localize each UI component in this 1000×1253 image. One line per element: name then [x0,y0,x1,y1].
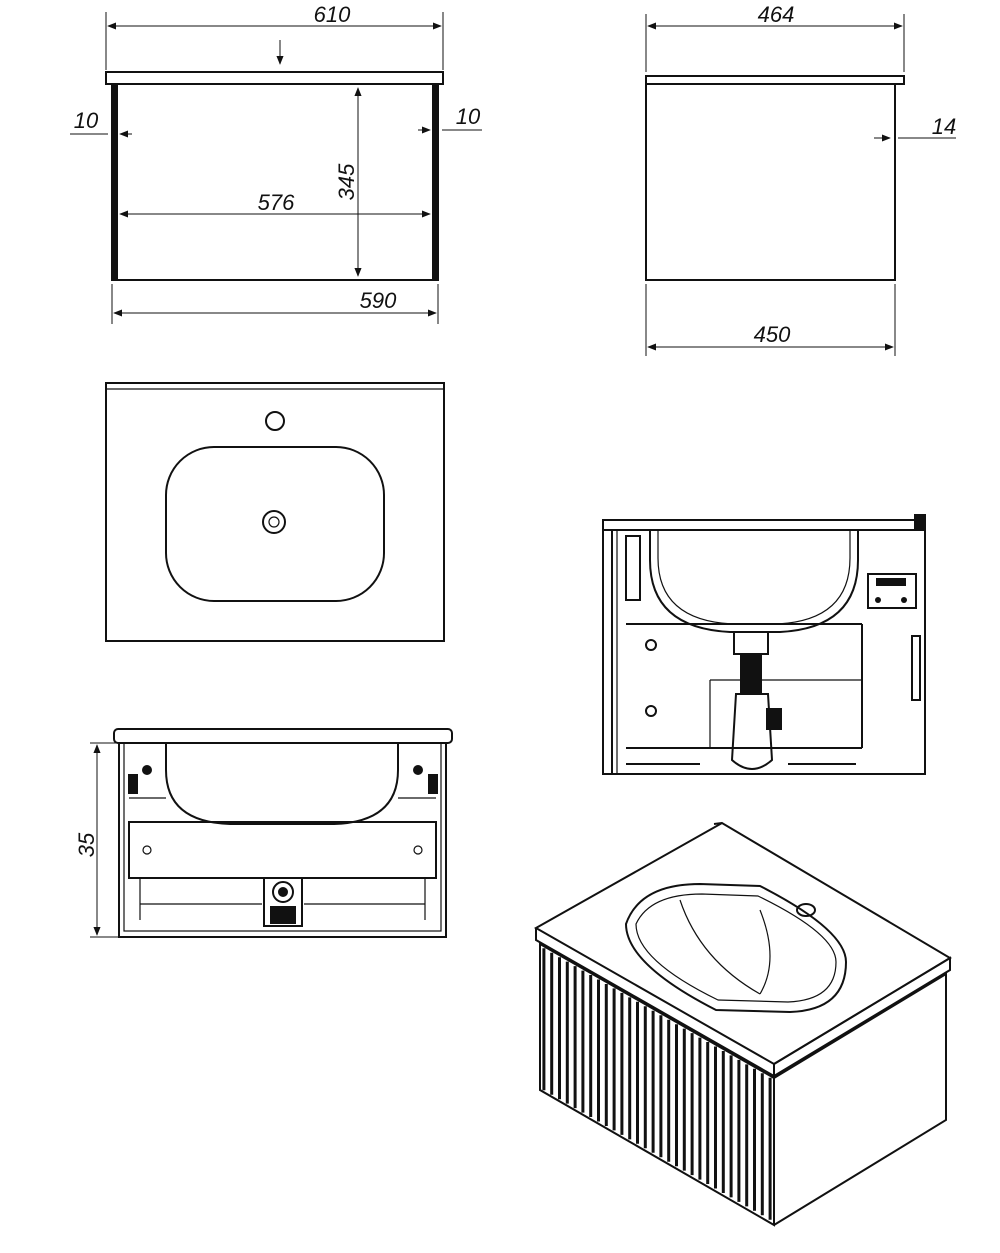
rear-siphon-body [263,877,303,927]
iso-fluted-front [542,948,772,1220]
top-view [105,382,445,642]
iso-basin-inner [635,893,837,1003]
section-bracket-screw-left [875,597,881,603]
section-siphon-trap [730,693,774,770]
iso-faucet-hole [796,903,816,917]
rear-siphon-outer [272,881,294,903]
isometric-view [533,821,952,1227]
rear-view: 35 [74,728,453,938]
iso-countertop-side-edge [773,956,951,1077]
section-drain-pipe [740,654,762,694]
iso-basin-outline [624,882,848,1014]
dim-14-label: 14 [932,114,956,139]
rear-bracket-right [428,774,438,794]
top-countertop [105,382,445,642]
side-cabinet-body [645,83,896,281]
rear-siphon-trap [270,906,296,924]
dim-345-label: 345 [334,163,359,200]
section-bolt-upper [645,639,657,651]
dim-610-label: 610 [314,2,351,27]
section-frame [602,519,926,775]
section-left-post [625,535,641,601]
iso-counter-lip [713,822,723,825]
iso-countertop-front-edge [535,928,775,1078]
top-basin-outline [165,446,385,602]
dim-10-left-label: 10 [74,108,99,133]
section-basin-outer [649,530,859,633]
side-countertop [645,75,905,85]
rear-siphon-inner [278,887,288,897]
front-right-panel [432,84,438,280]
section-drain-collar [733,631,769,655]
rear-bracket-left [128,774,138,794]
front-left-panel [112,84,118,280]
front-countertop [105,71,444,85]
section-bracket-screw-right [901,597,907,603]
section-basin-inner [657,530,851,625]
iso-cabinet-side [773,972,947,1226]
section-right-bracket [867,573,917,609]
section-bracket-bar [876,578,906,586]
top-faucet-hole [265,411,285,431]
section-view [602,514,926,775]
dim-450-label: 450 [754,322,791,347]
rear-inner-frame [123,742,442,932]
front-view: 610 10 10 345 576 590 [70,2,482,324]
iso-basin-curve-right [759,909,771,995]
rear-countertop [113,728,453,744]
dim-35-label: 35 [74,832,99,857]
dim-10-right-label: 10 [456,104,481,129]
top-drain-outer [262,510,286,534]
rear-bolt-top-left [142,765,152,775]
front-cabinet-body [111,83,439,281]
rear-back-panel [128,821,437,879]
section-top-lip [914,514,926,530]
section-bolt-lower [645,705,657,717]
top-drain-inner [268,516,280,528]
iso-basin-curve [679,899,761,995]
rear-basin-bowl [165,743,399,825]
dim-590-label: 590 [360,288,397,313]
rear-bolt-top-right [413,765,423,775]
side-view: 464 14 450 [645,2,956,356]
section-right-handle [911,635,921,701]
dim-576-label: 576 [258,190,295,215]
dim-464-label: 464 [758,2,795,27]
rear-bolt-mid-left [142,845,152,855]
section-siphon-outlet [766,708,782,730]
rear-bolt-mid-right [413,845,423,855]
